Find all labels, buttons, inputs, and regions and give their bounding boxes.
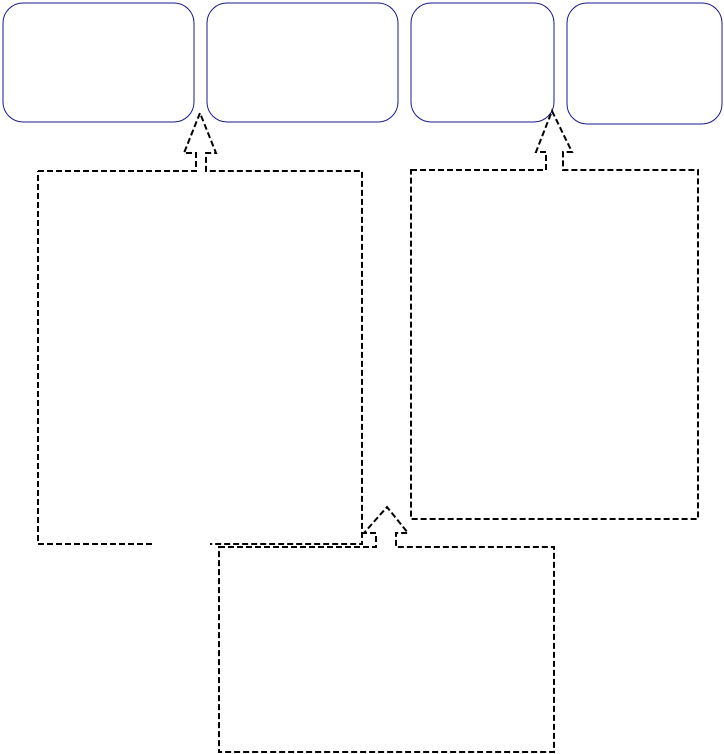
- dashed-region-left: [37, 110, 363, 545]
- top-box-1: [2, 2, 195, 123]
- top-box-4: [566, 2, 723, 125]
- dashed-region-bottom: [218, 505, 555, 753]
- top-box-2: [206, 2, 399, 123]
- dashed-region-right: [410, 108, 699, 520]
- top-box-3: [410, 2, 555, 123]
